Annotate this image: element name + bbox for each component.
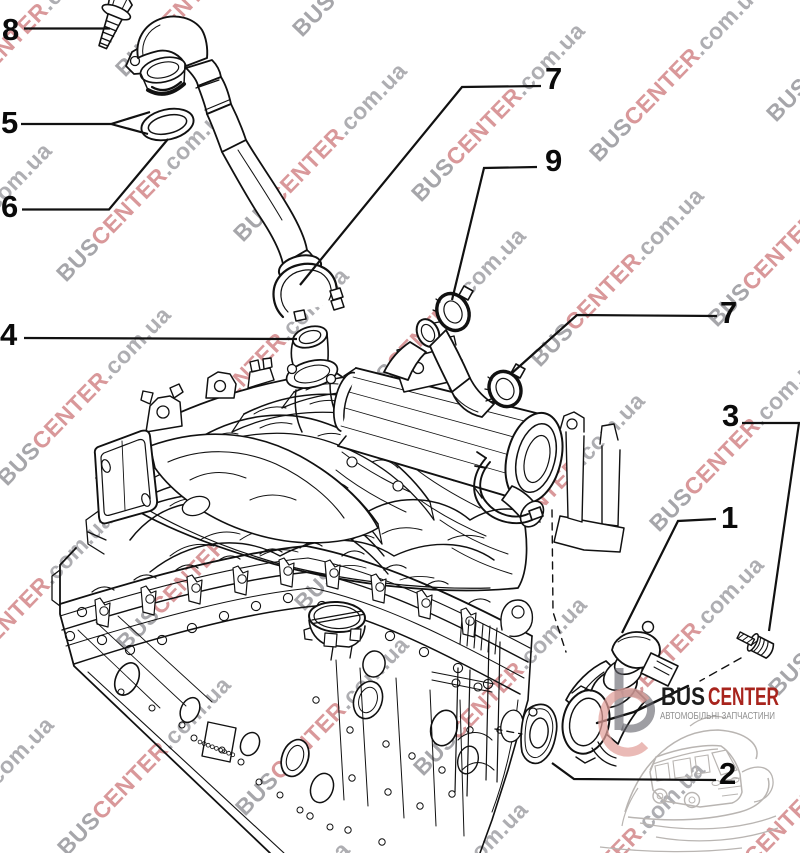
svg-text:BUS: BUS [661, 683, 705, 711]
svg-text:3: 3 [722, 398, 739, 433]
svg-text:5: 5 [1, 105, 18, 140]
svg-text:7: 7 [720, 295, 737, 330]
svg-text:4: 4 [0, 317, 18, 352]
svg-text:7: 7 [545, 61, 562, 96]
svg-text:АВТОМОБІЛЬНІ ЗАПЧАСТИНИ: АВТОМОБІЛЬНІ ЗАПЧАСТИНИ [660, 711, 775, 722]
svg-text:CENTER: CENTER [708, 683, 779, 711]
svg-text:2: 2 [719, 756, 736, 791]
svg-text:1: 1 [721, 500, 738, 535]
svg-text:6: 6 [1, 189, 18, 224]
svg-text:8: 8 [2, 12, 19, 47]
svg-text:9: 9 [545, 143, 562, 178]
